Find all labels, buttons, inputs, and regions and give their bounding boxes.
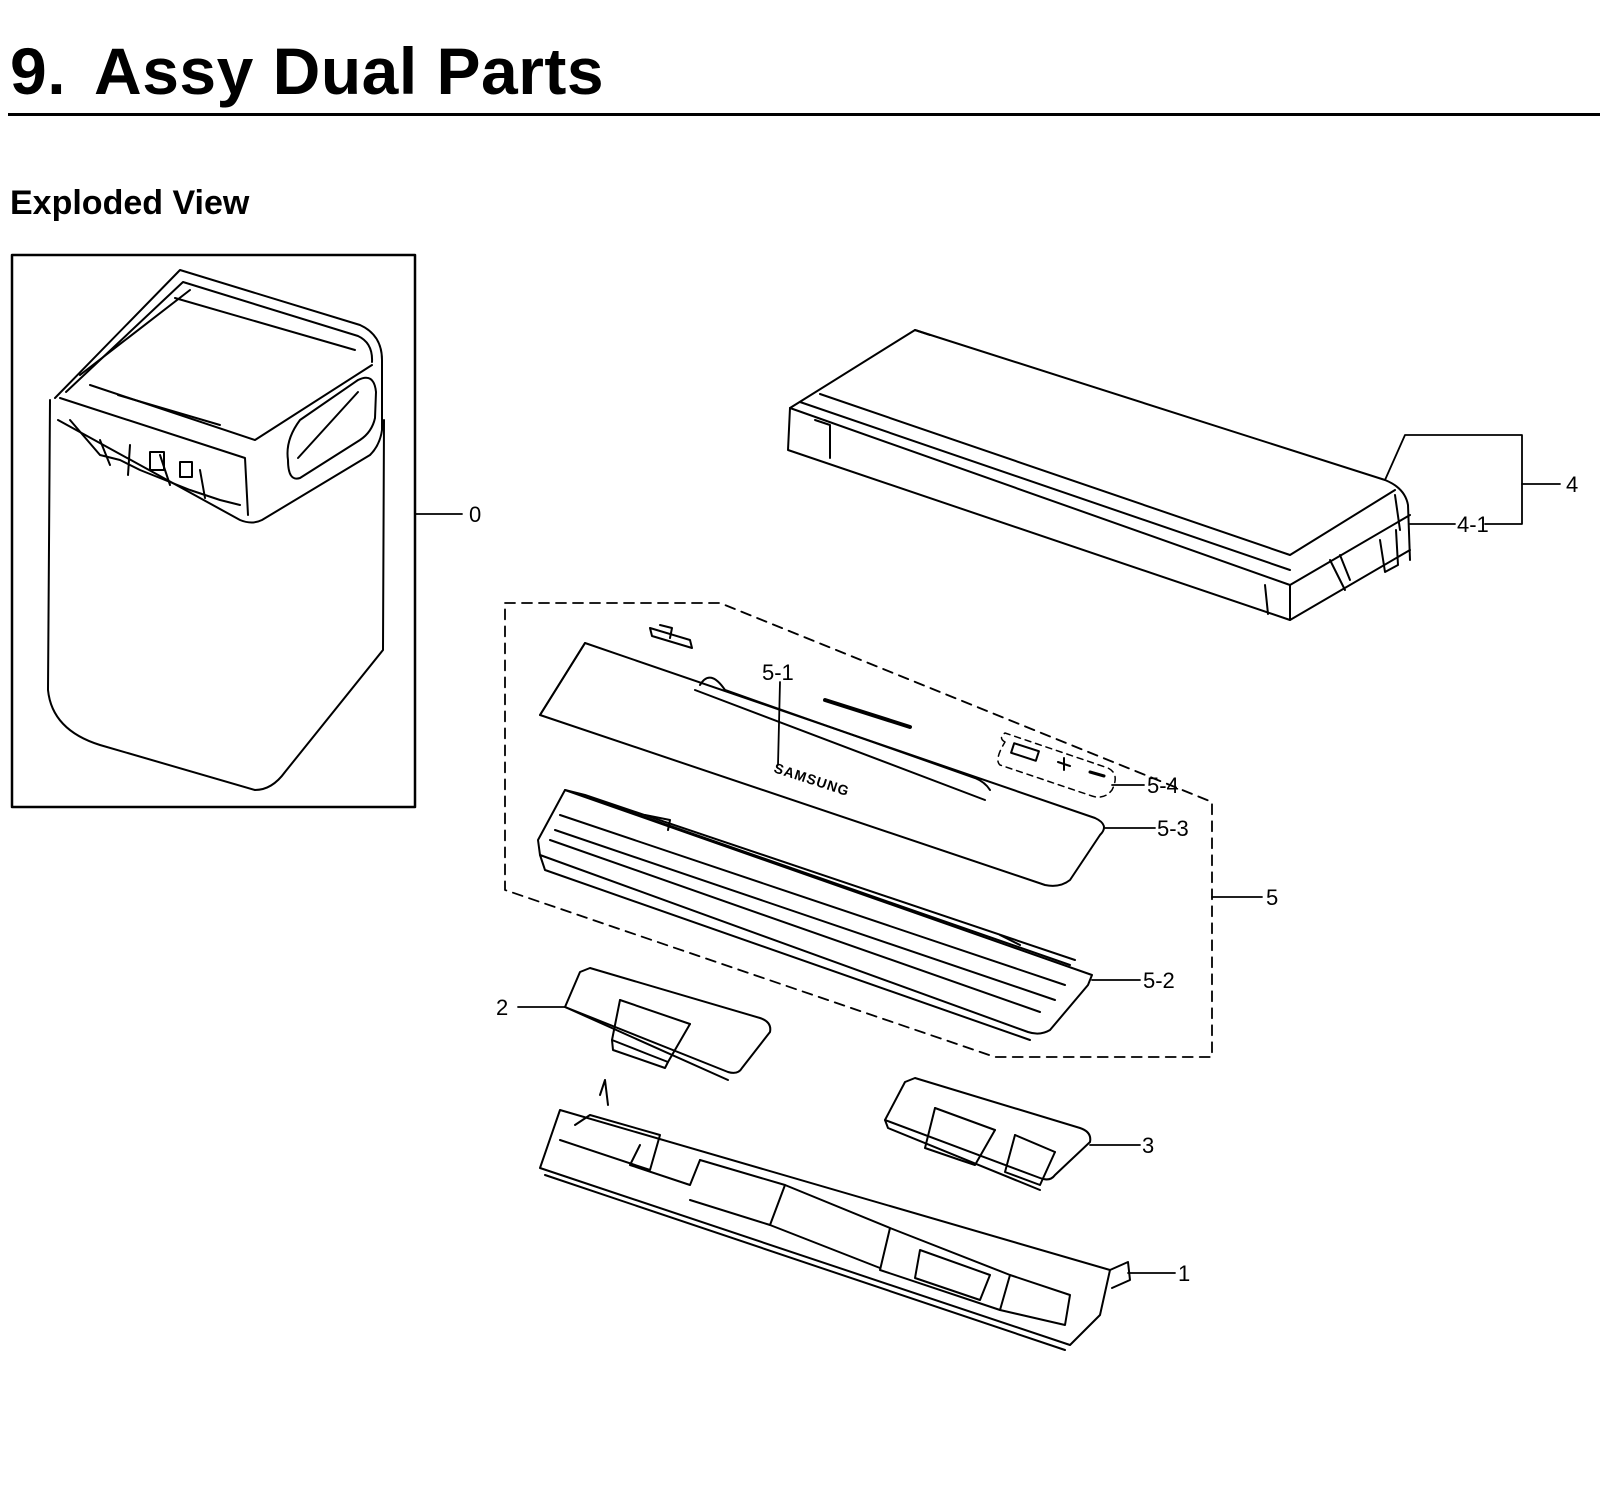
leader-lines <box>414 434 1561 1274</box>
callout-5: 5 <box>1266 885 1278 910</box>
callout-5-3: 5-3 <box>1157 816 1189 841</box>
part-5-group-outline <box>504 602 1213 1058</box>
part-3-double-tray <box>884 1077 1092 1191</box>
panel-brand-mark: SAMSUNG <box>772 760 852 799</box>
callout-3: 3 <box>1142 1133 1154 1158</box>
part-5-1-panel <box>539 624 1105 887</box>
part-1-base-housing <box>539 1079 1131 1351</box>
callout-5-4: 5-4 <box>1147 773 1179 798</box>
title-underline <box>8 113 1600 116</box>
callout-5-2: 5-2 <box>1143 968 1175 993</box>
page-title: 9.Assy Dual Parts <box>10 38 604 104</box>
part-2-dispenser-tray <box>564 967 772 1081</box>
part-5-2-frame <box>537 789 1093 1041</box>
callout-4: 4 <box>1566 472 1578 497</box>
callout-0: 0 <box>469 502 481 527</box>
callout-2: 2 <box>496 995 508 1020</box>
section-title-text: Assy Dual Parts <box>94 34 605 108</box>
part-5-4-hardware <box>997 732 1116 798</box>
part-0-washer-assembly <box>10 253 417 809</box>
callout-5-1: 5-1 <box>762 660 794 685</box>
part-4-top-cover <box>787 329 1411 621</box>
section-number: 9. <box>10 34 67 108</box>
callout-4-1: 4-1 <box>1457 512 1489 537</box>
callout-1: 1 <box>1178 1261 1190 1286</box>
exploded-view-heading: Exploded View <box>10 184 250 222</box>
